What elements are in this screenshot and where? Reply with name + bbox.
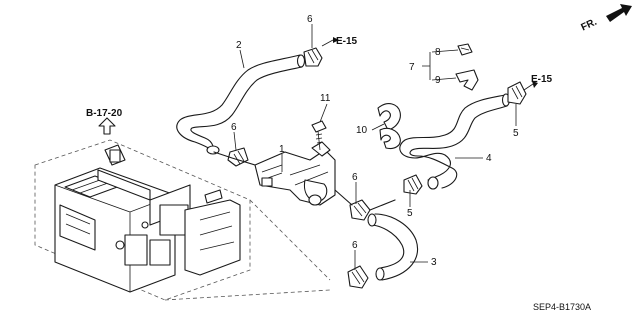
hose-clamp-6-left: [227, 147, 249, 167]
reference-b17-20: B-17-20: [86, 108, 123, 119]
callout-1: 1: [279, 144, 285, 155]
hose-clamp-6-bottom: [347, 265, 369, 289]
callout-5-right: 5: [513, 128, 519, 139]
front-direction-arrow-icon: [606, 4, 632, 22]
callout-11: 11: [320, 93, 331, 104]
callout-4: 4: [486, 153, 492, 164]
callout-7: 7: [409, 62, 415, 73]
up-arrow-icon: [98, 117, 116, 135]
callout-5-mid: 5: [407, 208, 413, 219]
callout-6-left: 6: [231, 122, 237, 133]
hose-3: [367, 213, 418, 281]
callout-2: 2: [236, 40, 242, 51]
water-valve-1: [213, 141, 336, 206]
bolt-11: [311, 120, 327, 151]
callout-8: 8: [435, 47, 441, 58]
heater-unit: [34, 139, 331, 301]
callout-10: 10: [356, 125, 368, 136]
diagram-code: SEP4-B1730A: [533, 302, 591, 312]
reference-e15-top: E-15: [336, 36, 358, 47]
clip-10: [377, 103, 401, 150]
hose-clamp-6-mid: [334, 189, 396, 221]
hose-clamp-5-right: [507, 81, 527, 105]
leader-lines: [233, 24, 517, 270]
callout-3: 3: [431, 257, 437, 268]
callout-6-bottom: 6: [352, 240, 358, 251]
callout-6-mid: 6: [352, 172, 358, 183]
hose-2: [176, 54, 306, 155]
hose-4: [399, 93, 511, 190]
front-label: FR.: [579, 17, 598, 34]
hose-clamp-5-mid: [403, 174, 423, 195]
reference-e15-right: E-15: [531, 74, 553, 85]
reference-arrow-icon-right: [523, 81, 538, 91]
callout-6-top: 6: [307, 14, 313, 25]
clip-9: [455, 69, 479, 91]
reference-arrow-icon-top: [321, 37, 339, 47]
hose-clamp-6-top: [303, 47, 323, 67]
callout-9: 9: [435, 75, 441, 86]
clip-8: [457, 43, 473, 56]
